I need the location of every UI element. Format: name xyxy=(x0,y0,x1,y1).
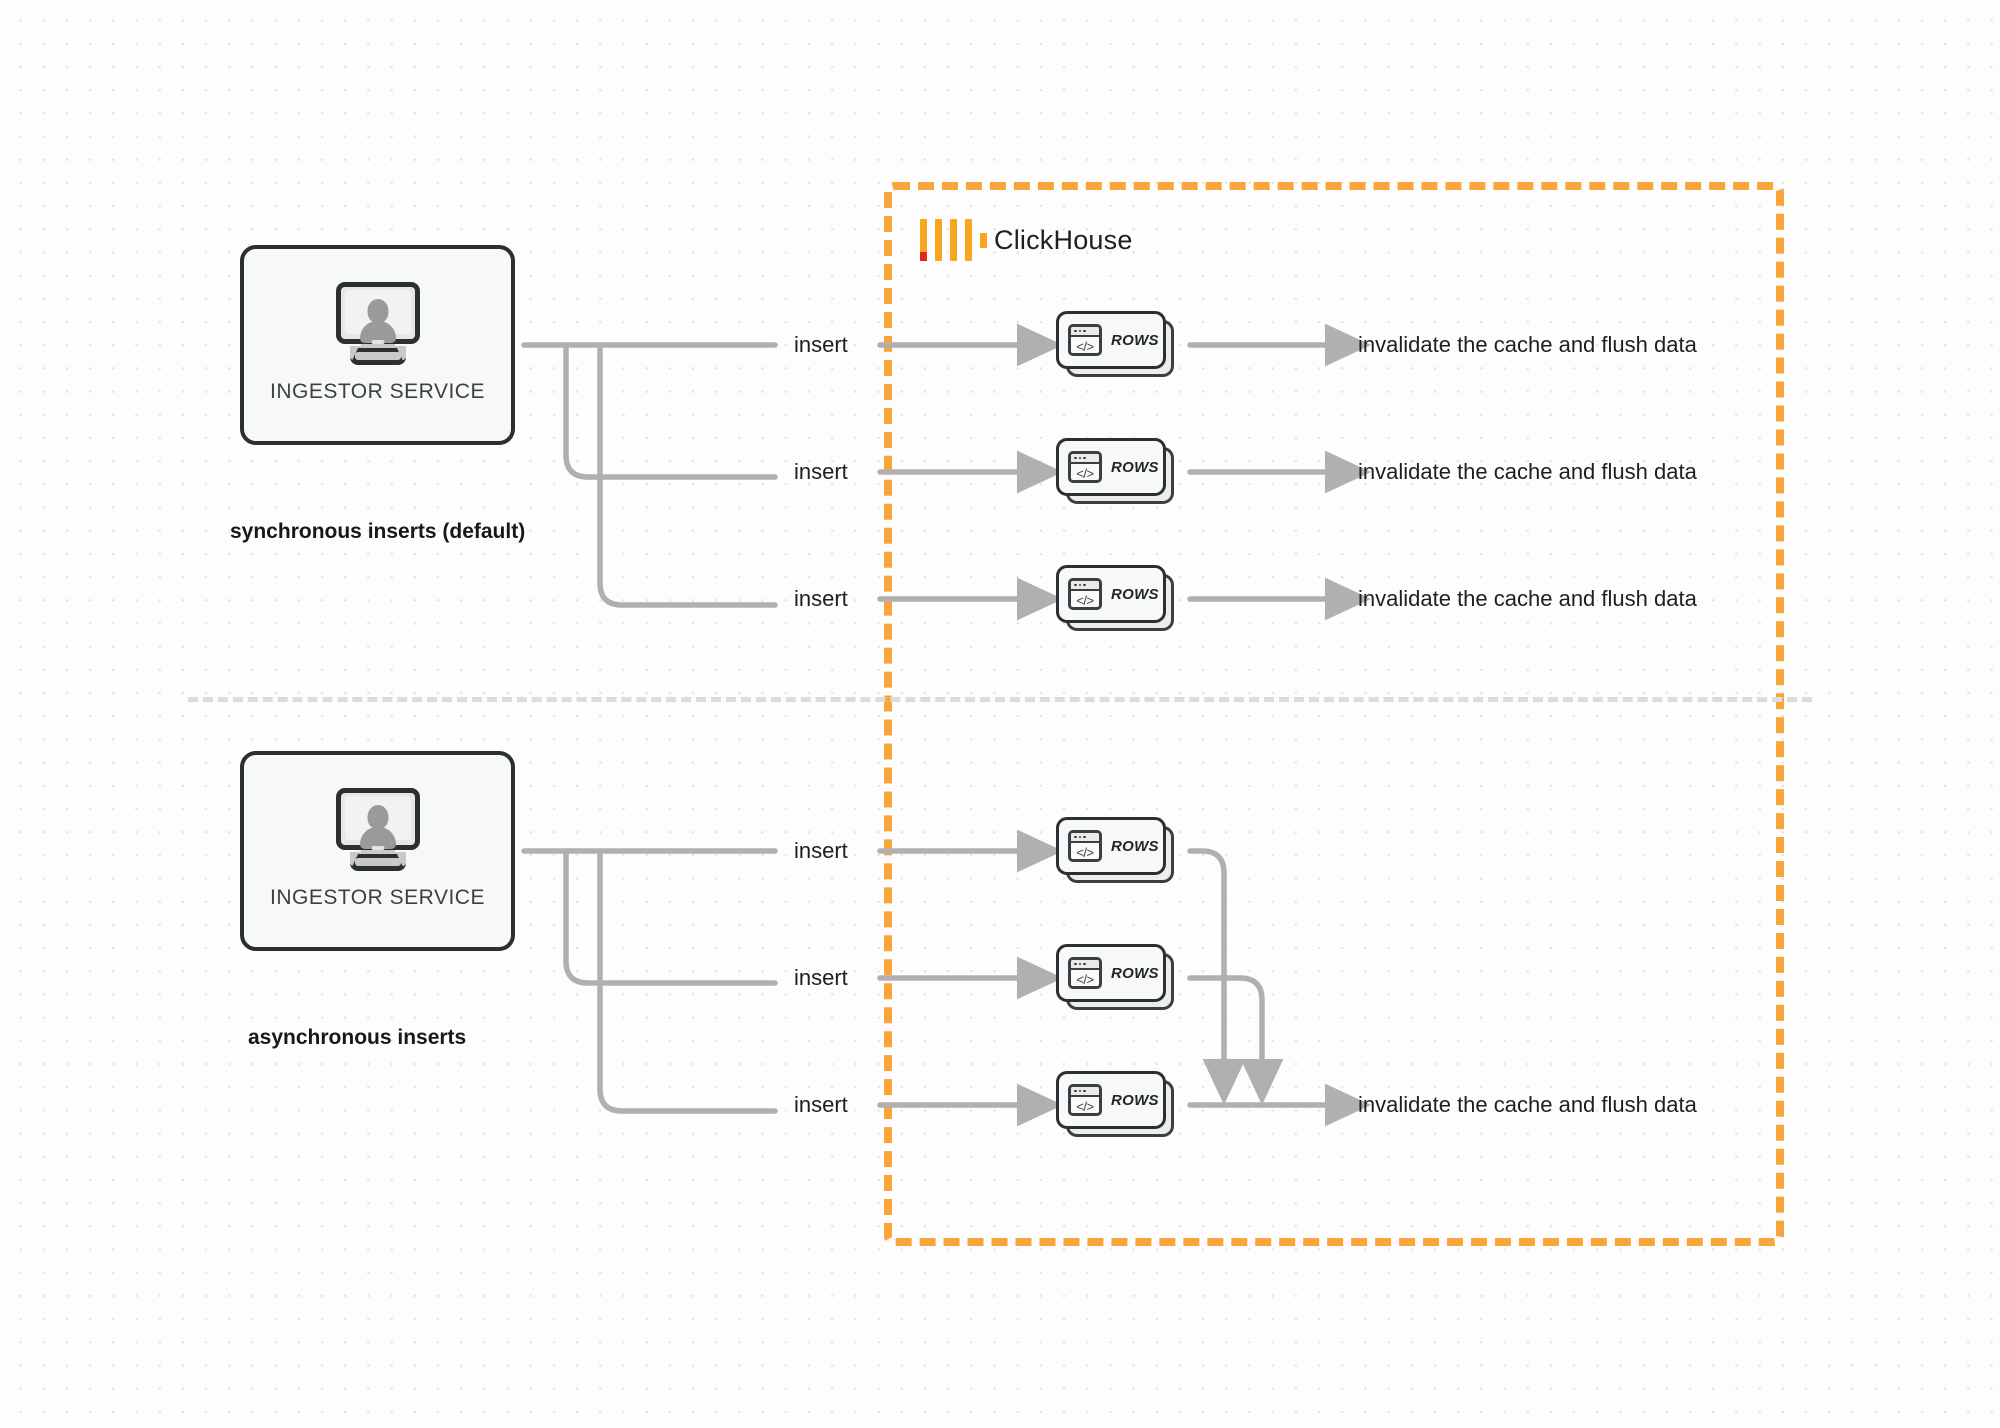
ingestor-service-sync[interactable]: INGESTOR SERVICE xyxy=(240,245,515,445)
rows-card-label: ROWS xyxy=(1111,964,1159,982)
result-label-async-merged: invalidate the cache and flush data xyxy=(1358,1092,1697,1117)
section-divider xyxy=(188,697,1812,702)
rows-card-async-1[interactable]: </> ROWS xyxy=(1056,817,1174,883)
wire-async-out-row3 xyxy=(597,848,778,1114)
result-label-sync-1: invalidate the cache and flush data xyxy=(1358,332,1697,357)
code-glyph: </> xyxy=(1076,971,1094,987)
clickhouse-logo: ClickHouse xyxy=(920,219,1133,261)
code-glyph: </> xyxy=(1076,592,1094,608)
code-window-icon: </> xyxy=(1068,324,1102,356)
code-window-icon: </> xyxy=(1068,1084,1102,1116)
rows-card-label: ROWS xyxy=(1111,458,1159,476)
ingestor-service-label-sync: INGESTOR SERVICE xyxy=(270,380,485,403)
result-label-sync-3: invalidate the cache and flush data xyxy=(1358,586,1697,611)
insert-label-async-3: insert xyxy=(794,1092,848,1117)
rows-card-sync-1[interactable]: </> ROWS xyxy=(1056,311,1174,377)
section-caption-async: asynchronous inserts xyxy=(248,1026,467,1049)
ingestor-service-async[interactable]: INGESTOR SERVICE xyxy=(240,751,515,951)
rows-card-sync-2[interactable]: </> ROWS xyxy=(1056,438,1174,504)
rows-card-label: ROWS xyxy=(1111,837,1159,855)
rows-card-sync-3[interactable]: </> ROWS xyxy=(1056,565,1174,631)
code-glyph: </> xyxy=(1076,465,1094,481)
wire-sync-out-row2 xyxy=(563,342,778,480)
clickhouse-boundary xyxy=(884,182,1784,1246)
rows-card-label: ROWS xyxy=(1111,1091,1159,1109)
rows-card-async-2[interactable]: </> ROWS xyxy=(1056,944,1174,1010)
result-label-sync-2: invalidate the cache and flush data xyxy=(1358,459,1697,484)
code-window-icon: </> xyxy=(1068,451,1102,483)
rows-card-async-3[interactable]: </> ROWS xyxy=(1056,1071,1174,1137)
insert-label-sync-2: insert xyxy=(794,459,848,484)
monitor-user-icon xyxy=(332,282,424,365)
code-window-icon: </> xyxy=(1068,957,1102,989)
insert-label-sync-1: insert xyxy=(794,332,848,357)
wire-sync-out-row3 xyxy=(597,342,778,608)
section-caption-sync: synchronous inserts (default) xyxy=(230,520,526,543)
code-glyph: </> xyxy=(1076,1098,1094,1114)
monitor-user-icon xyxy=(332,788,424,871)
wire-async-out-row2 xyxy=(563,848,778,986)
code-glyph: </> xyxy=(1076,844,1094,860)
rows-card-label: ROWS xyxy=(1111,585,1159,603)
insert-label-sync-3: insert xyxy=(794,586,848,611)
code-glyph: </> xyxy=(1076,338,1094,354)
insert-label-async-1: insert xyxy=(794,838,848,863)
insert-label-async-2: insert xyxy=(794,965,848,990)
rows-card-label: ROWS xyxy=(1111,331,1159,349)
code-window-icon: </> xyxy=(1068,830,1102,862)
code-window-icon: </> xyxy=(1068,578,1102,610)
clickhouse-label: ClickHouse xyxy=(994,224,1133,255)
ingestor-service-label-async: INGESTOR SERVICE xyxy=(270,886,485,909)
clickhouse-logo-icon xyxy=(920,219,987,261)
